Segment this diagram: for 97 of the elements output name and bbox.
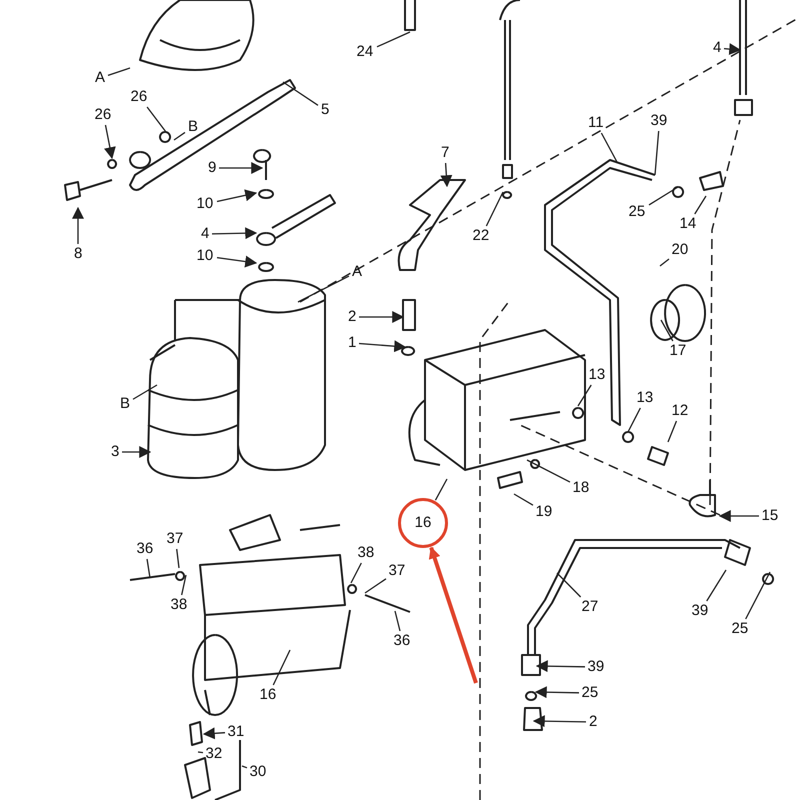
callout-number: 36 — [134, 540, 156, 558]
leader-line — [654, 130, 660, 176]
callout-number: 7 — [439, 144, 452, 162]
callout-number: 13 — [586, 366, 608, 384]
callout-number: 10 — [194, 247, 216, 265]
callout-number: 39 — [690, 602, 710, 620]
leader-line — [181, 574, 187, 596]
callout-number: 38 — [168, 596, 190, 614]
leader-line — [364, 578, 386, 594]
leader-line — [282, 81, 318, 106]
leader-line — [660, 258, 670, 267]
callout-number: 11 — [586, 114, 606, 132]
leader-line — [272, 650, 291, 686]
callout-number: 39 — [586, 658, 606, 676]
callout-number: A — [350, 263, 364, 281]
circled-callout-number: 16 — [398, 498, 448, 548]
leader-line — [358, 340, 406, 352]
callout-number: 5 — [319, 101, 332, 119]
leader-line — [577, 384, 592, 406]
callout-number: 2 — [346, 308, 358, 326]
leader-line — [122, 446, 152, 458]
leader-line — [146, 106, 167, 132]
leader-line — [394, 610, 401, 632]
callout-number: 8 — [72, 245, 84, 263]
callout-number: 4 — [711, 39, 724, 57]
leader-line — [350, 562, 362, 584]
leader-line — [219, 162, 264, 174]
callout-number: 25 — [580, 684, 600, 702]
callout-number: 9 — [206, 159, 218, 177]
leader-line — [202, 727, 226, 740]
leader-line — [724, 43, 742, 56]
callout-number: 36 — [392, 632, 412, 650]
leader-line — [440, 162, 452, 188]
leader-line — [694, 196, 707, 214]
callout-number: 2 — [587, 713, 600, 731]
leader-line — [600, 132, 618, 162]
callout-number: 4 — [199, 225, 212, 243]
callout-number: 20 — [670, 241, 690, 259]
leader-line — [104, 124, 116, 160]
callout-number: 25 — [626, 203, 648, 221]
callout-number: 15 — [760, 507, 780, 525]
leader-line — [242, 765, 248, 768]
callout-number: 19 — [534, 503, 554, 521]
leader-line — [627, 408, 641, 432]
callout-number: B — [118, 395, 132, 413]
callout-number: 3 — [109, 443, 122, 461]
callout-number: 31 — [226, 723, 246, 741]
callout-number: 30 — [248, 763, 268, 781]
callout-number: 17 — [668, 342, 688, 360]
callout-number: 37 — [164, 530, 186, 548]
leader-line — [359, 311, 404, 323]
callout-number: 26 — [92, 106, 114, 124]
leader-line — [72, 206, 84, 244]
leader-line — [146, 558, 151, 578]
callout-number: 22 — [470, 227, 492, 245]
arrow — [428, 546, 478, 684]
leader-line — [132, 384, 158, 400]
leader-line — [534, 686, 580, 698]
leader-line — [298, 276, 350, 303]
leader-line — [108, 67, 130, 76]
leader-line — [718, 510, 759, 522]
callout-number: 18 — [570, 479, 592, 497]
leader-line — [216, 256, 258, 268]
callout-number: 10 — [194, 195, 216, 213]
leader-line — [706, 570, 727, 602]
callout-number: 39 — [648, 112, 670, 130]
callout-number: 12 — [670, 402, 690, 420]
leader-line — [667, 420, 678, 442]
leader-line — [532, 715, 586, 728]
leader-line — [198, 751, 204, 754]
callout-number: A — [93, 69, 108, 87]
callout-number: 1 — [346, 334, 358, 352]
callout-number: 13 — [634, 389, 656, 407]
leader-line — [526, 459, 570, 483]
leader-line — [174, 132, 186, 141]
leader-line — [212, 227, 258, 240]
callout-number: 26 — [128, 88, 150, 106]
leader-line — [648, 186, 678, 206]
callout-number: 14 — [678, 215, 698, 233]
leader-line — [660, 320, 674, 342]
leader-line — [176, 548, 180, 568]
leader-line — [745, 572, 771, 620]
leader-line — [536, 660, 586, 672]
leader-line — [434, 478, 448, 500]
callout-number: 32 — [204, 745, 224, 763]
leader-line — [216, 189, 258, 202]
callout-number: 37 — [386, 562, 408, 580]
leader-line — [556, 572, 582, 598]
callout-number: 25 — [730, 620, 750, 638]
callout-number: 38 — [356, 544, 376, 562]
callout-number: B — [186, 118, 200, 136]
leader-line — [486, 192, 504, 226]
leader-line — [514, 493, 534, 506]
leader-line — [376, 31, 410, 48]
callout-number: 24 — [354, 43, 376, 61]
callout-number: 27 — [580, 598, 600, 616]
callout-number: 16 — [258, 686, 278, 704]
